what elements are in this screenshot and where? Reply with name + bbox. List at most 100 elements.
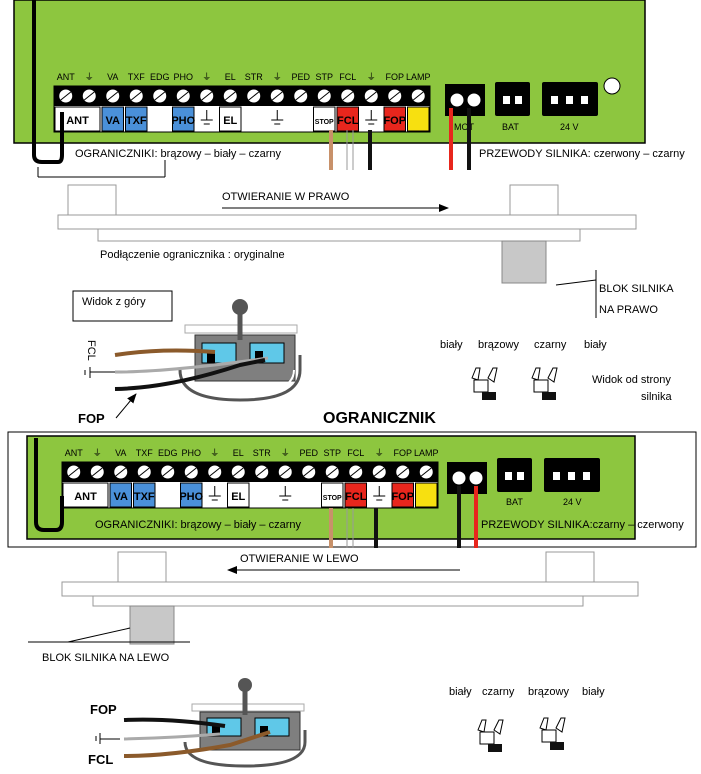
top-terminal-label: ⏚ xyxy=(85,72,94,82)
bottom-wire-label-3: brązowy xyxy=(528,686,569,698)
bottom-terminal-label: ⏚ xyxy=(375,448,384,458)
top-gate xyxy=(57,184,637,284)
top-block-label: PHO xyxy=(171,115,195,127)
top-block-label: ANT xyxy=(66,115,89,127)
bottom-block-label: VA xyxy=(114,491,129,503)
right-limit-switches xyxy=(471,367,558,400)
bottom-limit-wires xyxy=(329,508,378,548)
bottom-terminal-label: ⏚ xyxy=(93,448,102,458)
left-motor-block xyxy=(129,605,175,645)
bottom-antenna-wire xyxy=(34,438,64,532)
bottom-terminal-label: ⏚ xyxy=(281,448,290,458)
top-block-label: VA xyxy=(106,115,121,127)
bottom-battery-label: BAT xyxy=(506,497,523,507)
top-view-black-wire xyxy=(114,358,266,391)
bottom-view-white-wire xyxy=(123,732,221,741)
top-block-label: EL xyxy=(223,115,237,127)
bottom-terminal-label: LAMP xyxy=(414,448,439,458)
limit-switch-bottom-view xyxy=(183,678,307,768)
bottom-terminal-label: STP xyxy=(323,448,341,458)
bottom-block-label: TXF xyxy=(134,491,155,503)
top-block-label: TXF xyxy=(126,115,147,127)
bottom-block-label: FCL xyxy=(345,491,367,503)
right-view-label-2: silnika xyxy=(641,391,672,403)
bottom-terminal-label: PHO xyxy=(181,448,201,458)
right-wire-label-4: biały xyxy=(584,339,607,351)
top-terminal-label: ⏚ xyxy=(273,72,282,82)
top-direction-text: OTWIERANIE W PRAWO xyxy=(222,191,350,203)
top-motor-wires xyxy=(449,108,471,170)
bottom-view-fcl: FCL xyxy=(88,752,113,767)
top-terminal-label: STR xyxy=(245,72,264,82)
bottom-battery-connector xyxy=(497,458,532,492)
bottom-block-label: EL xyxy=(231,491,245,503)
left-block-label: BLOK SILNIKA NA LEWO xyxy=(42,652,170,664)
bottom-terminal-label: PED xyxy=(299,448,318,458)
top-view-brown-wire xyxy=(114,348,216,357)
bottom-block-label: STOP xyxy=(323,495,342,502)
top-view-fcl: FCL xyxy=(85,340,97,361)
top-limit-wires xyxy=(329,130,372,170)
bottom-limits-text: OGRANICZNIKI: brązowy – biały – czarny xyxy=(95,519,302,531)
bottom-block-label: FOP xyxy=(391,491,414,503)
top-terminal-label: PHO xyxy=(173,72,193,82)
top-terminal-label: EDG xyxy=(150,72,170,82)
connection-note: Podłączenie ogranicznika : oryginalne xyxy=(100,249,285,261)
bottom-gate xyxy=(61,551,639,645)
top-view-white-wire xyxy=(114,356,269,374)
bottom-terminal-label: ANT xyxy=(65,448,84,458)
bottom-wire-label-4: biały xyxy=(582,686,605,698)
bottom-terminal-label: ⏚ xyxy=(210,448,219,458)
top-limits-text: OGRANICZNIKI: brązowy – biały – czarny xyxy=(75,148,282,160)
top-view-fop: FOP xyxy=(78,411,105,426)
bottom-view-fop: FOP xyxy=(90,702,117,717)
top-motor-label: MOT xyxy=(454,122,474,132)
top-terminal-label: TXF xyxy=(128,72,146,82)
bottom-view-brown-wire xyxy=(123,730,271,758)
bottom-motor-wires-text: PRZEWODY SILNIKA:czarny – czerwony xyxy=(481,519,684,531)
right-wire-label-3: czarny xyxy=(534,339,567,351)
top-motor-wires-text: PRZEWODY SILNIKA: czerwony – czarny xyxy=(479,148,685,160)
top-terminal-label: STP xyxy=(315,72,333,82)
top-24v-label: 24 V xyxy=(560,122,579,132)
top-battery-connector xyxy=(495,82,530,116)
top-terminal-label: PED xyxy=(291,72,310,82)
top-terminal-label: LAMP xyxy=(406,72,431,82)
bottom-terminal-label: STR xyxy=(253,448,272,458)
bottom-terminal-label: FCL xyxy=(347,448,364,458)
bottom-24v-label: 24 V xyxy=(563,497,582,507)
ground-symbol-top xyxy=(84,367,115,378)
right-motor-block xyxy=(501,240,547,284)
section-title: OGRANICZNIK xyxy=(323,410,436,427)
top-terminal-label: FCL xyxy=(339,72,356,82)
top-view-box xyxy=(72,290,173,322)
top-terminal-label: FOP xyxy=(385,72,404,82)
top-view-label: Widok z góry xyxy=(82,296,146,308)
right-wire-label-1: biały xyxy=(440,339,463,351)
bottom-wire-label-2: czarny xyxy=(482,686,515,698)
bottom-terminal-label: TXF xyxy=(136,448,154,458)
top-battery-label: BAT xyxy=(502,122,519,132)
top-block-label: FOP xyxy=(383,115,406,127)
bottom-terminal-label: FOP xyxy=(393,448,412,458)
bottom-block-label: ANT xyxy=(74,491,97,503)
right-block-label-1: BLOK SILNIKA xyxy=(599,283,674,295)
bottom-view-black-wire xyxy=(123,717,226,728)
bottom-wire-label-1: biały xyxy=(449,686,472,698)
right-wire-label-2: brązowy xyxy=(478,339,519,351)
top-block-label: FCL xyxy=(337,115,359,127)
bottom-terminal-label: EL xyxy=(233,448,244,458)
top-terminal-label: ⏚ xyxy=(202,72,211,82)
left-limit-switches xyxy=(477,717,566,752)
bottom-block-label: PHO xyxy=(179,491,203,503)
top-terminal-label: EL xyxy=(225,72,236,82)
ground-symbol-bottom xyxy=(95,733,120,744)
bottom-terminal-label: VA xyxy=(115,448,126,458)
bottom-motor-wires xyxy=(457,486,478,548)
right-view-label-1: Widok od strony xyxy=(592,374,671,386)
top-terminal-label: VA xyxy=(107,72,118,82)
